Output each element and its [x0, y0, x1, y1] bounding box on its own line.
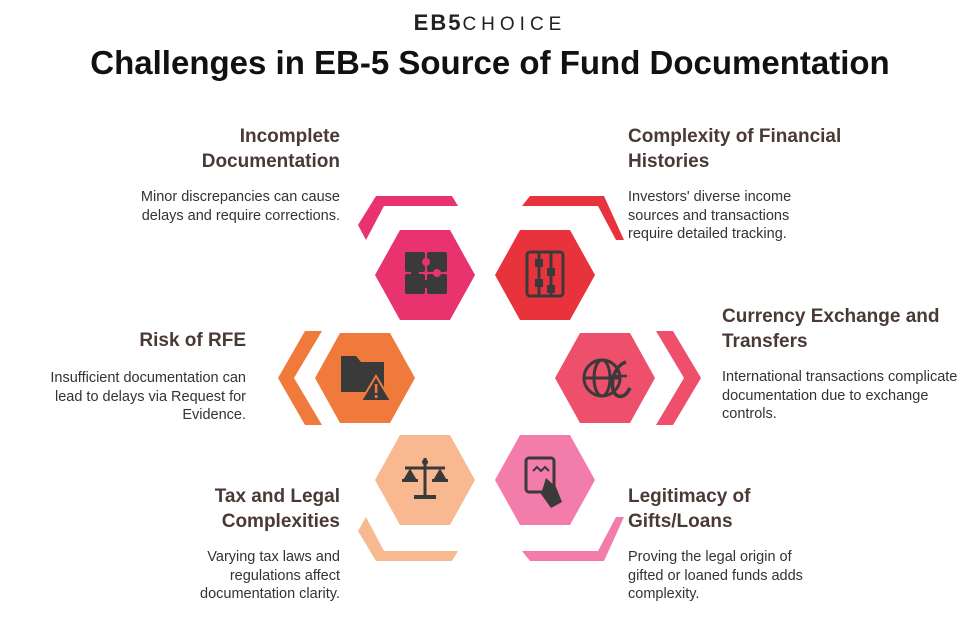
- chevron-bottom-right: [522, 517, 624, 561]
- item-heading: Tax and Legal Complexities: [214, 486, 340, 532]
- chevron-top-left: [358, 196, 458, 240]
- scales-icon: [402, 458, 448, 499]
- abacus-icon: [525, 250, 565, 298]
- item-description: Insufficient documentation can lead to d…: [50, 370, 246, 423]
- item-heading: Risk of RFE: [139, 330, 246, 351]
- chevron-top-right: [522, 196, 624, 240]
- hand-document-icon: [524, 456, 562, 508]
- brand-part-1: EB5: [413, 10, 463, 35]
- item-description: International transactions complicate do…: [722, 369, 958, 422]
- currency-globe-icon: [582, 358, 632, 399]
- chevron-left: [278, 331, 322, 425]
- hex-financial-histories: [495, 230, 595, 320]
- item-currency-exchange: Currency Exchange and Transfers Internat…: [722, 304, 962, 424]
- page-title: Challenges in EB-5 Source of Fund Docume…: [90, 44, 890, 81]
- item-description: Investors' diverse income sources and tr…: [628, 189, 792, 242]
- item-financial-histories: Complexity of Financial Histories Invest…: [628, 124, 948, 244]
- chevron-bottom-left: [358, 517, 458, 561]
- folder-warning-icon: [341, 356, 393, 402]
- item-risk-of-rfe: Risk of RFE Insufficient documentation c…: [0, 328, 246, 425]
- brand-part-2: CHOICE: [462, 14, 567, 35]
- hex-incomplete-documentation: [375, 230, 475, 320]
- item-description: Varying tax laws and regulations affect …: [200, 549, 340, 602]
- item-heading: Legitimacy of Gifts/Loans: [628, 486, 751, 532]
- item-heading: Currency Exchange and Transfers: [722, 306, 940, 352]
- chevron-right: [656, 331, 701, 425]
- item-description: Minor discrepancies can cause delays and…: [140, 189, 340, 224]
- item-incomplete-documentation: Incomplete Documentation Minor discrepan…: [20, 124, 340, 225]
- item-description: Proving the legal origin of gifted or lo…: [628, 549, 803, 602]
- hex-gifts-loans: [495, 435, 595, 525]
- brand-logo: EB5CHOICE: [0, 10, 980, 36]
- item-heading: Complexity of Financial Histories: [628, 126, 842, 172]
- item-heading: Incomplete Documentation: [201, 126, 340, 172]
- puzzle-icon: [405, 252, 447, 294]
- item-tax-legal: Tax and Legal Complexities Varying tax l…: [20, 484, 340, 604]
- item-gifts-loans: Legitimacy of Gifts/Loans Proving the le…: [628, 484, 843, 604]
